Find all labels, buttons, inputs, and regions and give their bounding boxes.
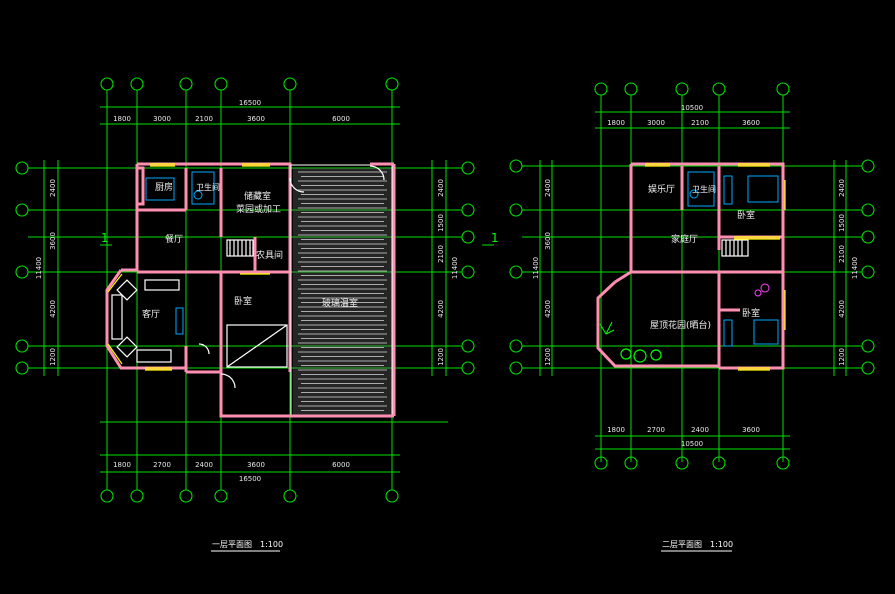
p1-left-dim: 4200 xyxy=(49,300,57,318)
plan1-scale: 1:100 xyxy=(260,540,283,549)
p2-top-dim: 2100 xyxy=(691,119,709,127)
plan2-scale: 1:100 xyxy=(710,540,733,549)
stair-2 xyxy=(721,239,749,257)
p2-right-dim: 2400 xyxy=(838,179,846,197)
p1-left-dim: 1200 xyxy=(49,348,57,366)
section-mark-right: 1 xyxy=(491,231,499,245)
p1-bottom-dim: 2400 xyxy=(195,461,213,469)
p2-bottom-dim: 1800 xyxy=(607,426,625,434)
room-dining: 餐厅 xyxy=(165,233,183,245)
room-tools: 农具间 xyxy=(256,249,283,261)
p1-bottom-dim: 2700 xyxy=(153,461,171,469)
room-family: 家庭厅 xyxy=(671,233,698,245)
greenhouse-hatch xyxy=(293,168,392,416)
room-bedroom-2b: 卧室 xyxy=(742,307,760,319)
plan2-dimensions: 10500 1800 3000 2100 3600 1800 2700 2400… xyxy=(532,104,859,448)
plan2-title: 二层平面图 1:100 xyxy=(661,540,733,552)
p1-right-dim: 1200 xyxy=(437,348,445,366)
p2-right-dim: 2100 xyxy=(838,245,846,263)
stair-1 xyxy=(226,239,288,368)
p2-right-dim: 4200 xyxy=(838,300,846,318)
p1-bottom-dim: 1800 xyxy=(113,461,131,469)
room-toilet-1: 卫生间 xyxy=(196,182,220,192)
p1-right-dim: 1500 xyxy=(437,214,445,232)
p1-right-dim: 4200 xyxy=(437,300,445,318)
p1-left-total: 11400 xyxy=(35,257,43,279)
plan2-rooms: 娱乐厅 卫生间 卧室 家庭厅 屋顶花园(晒台) 卧室 xyxy=(648,183,760,331)
p1-top-dim: 6000 xyxy=(332,115,350,123)
p1-bottom-dim: 6000 xyxy=(332,461,350,469)
p1-right-dim: 2400 xyxy=(437,179,445,197)
p1-top-total: 16500 xyxy=(239,99,261,107)
room-roof-garden: 屋顶花园(晒台) xyxy=(650,319,711,331)
room-storage-sub: 菜园或加工 xyxy=(236,203,281,215)
room-toilet-2: 卫生间 xyxy=(692,184,716,194)
p2-right-dim: 1500 xyxy=(838,214,846,232)
plan2-walls xyxy=(596,162,786,371)
plan1-rooms: 厨房 卫生间 储藏室 菜园或加工 餐厅 农具间 客厅 卧室 玻璃温室 xyxy=(142,181,358,320)
p2-bottom-dim: 2400 xyxy=(691,426,709,434)
p1-top-dim: 3600 xyxy=(247,115,265,123)
room-recreation: 娱乐厅 xyxy=(648,183,675,195)
room-greenhouse: 玻璃温室 xyxy=(322,297,358,309)
sofa-set xyxy=(111,279,184,363)
p2-top-dim: 3000 xyxy=(647,119,665,127)
p1-top-dim: 1800 xyxy=(113,115,131,123)
p2-top-dim: 3600 xyxy=(742,119,760,127)
room-storage: 储藏室 xyxy=(244,190,271,202)
p1-left-dim: 3600 xyxy=(49,232,57,250)
plan2-grid xyxy=(509,82,875,470)
plan1-dimensions: 16500 1800 3000 2100 3600 6000 1800 2700… xyxy=(35,99,499,483)
plan1-title: 一层平面图 1:100 xyxy=(211,540,283,552)
plan1-walls xyxy=(105,162,396,418)
p1-top-dim: 3000 xyxy=(153,115,171,123)
p2-top-total: 10500 xyxy=(681,104,703,112)
room-bedroom-2a: 卧室 xyxy=(737,209,755,221)
plan2-title-text: 二层平面图 xyxy=(662,540,702,549)
p2-right-total: 11400 xyxy=(851,257,859,279)
p2-left-dim: 3600 xyxy=(544,232,552,250)
plants xyxy=(599,321,662,363)
p1-bottom-dim: 3600 xyxy=(247,461,265,469)
room-bedroom-1: 卧室 xyxy=(234,295,252,307)
plan1-title-text: 一层平面图 xyxy=(212,540,252,549)
p2-bottom-dim: 3600 xyxy=(742,426,760,434)
p2-right-dim: 1200 xyxy=(838,348,846,366)
section-mark-left: 1 xyxy=(101,231,109,245)
p2-top-dim: 1800 xyxy=(607,119,625,127)
p2-bottom-total: 10500 xyxy=(681,440,703,448)
p2-left-dim: 4200 xyxy=(544,300,552,318)
p2-left-dim: 2400 xyxy=(544,179,552,197)
room-living: 客厅 xyxy=(142,308,160,320)
p2-bottom-dim: 2700 xyxy=(647,426,665,434)
p2-left-dim: 1200 xyxy=(544,348,552,366)
p2-left-total: 11400 xyxy=(532,257,540,279)
p1-right-total: 11400 xyxy=(451,257,459,279)
p1-left-dim: 2400 xyxy=(49,179,57,197)
p1-bottom-total: 16500 xyxy=(239,475,261,483)
p1-top-dim: 2100 xyxy=(195,115,213,123)
p1-right-dim: 2100 xyxy=(437,245,445,263)
plan1-grid xyxy=(15,77,475,503)
room-kitchen: 厨房 xyxy=(155,181,173,193)
